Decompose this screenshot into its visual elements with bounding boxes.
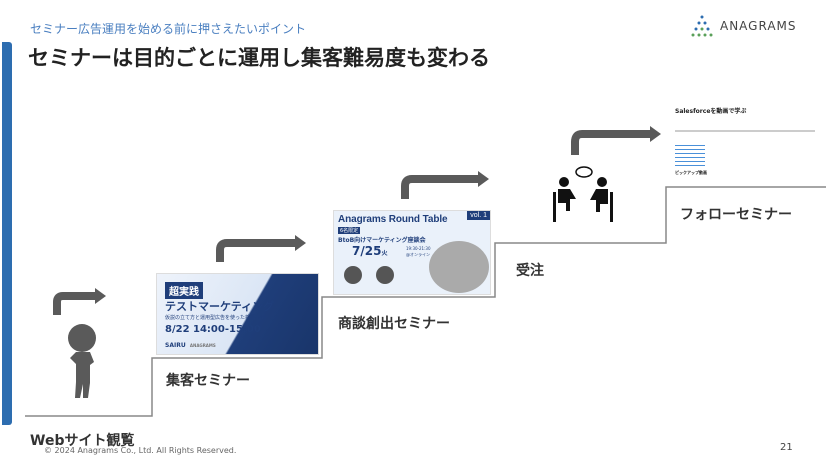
logo-text: ANAGRAMS	[720, 19, 797, 33]
step-label-follow-seminar: フォローセミナー	[680, 207, 792, 223]
thumbnail-title: Salesforceを動画で学ぶ	[675, 108, 747, 115]
step-label-website: Webサイト観覧	[30, 433, 135, 449]
copyright: © 2024 Anagrams Co., Ltd. All Rights Res…	[44, 446, 237, 455]
speaker-avatar	[344, 266, 362, 284]
staircase-line	[25, 186, 826, 417]
step-label-deal-seminar: 商談創出セミナー	[338, 316, 450, 332]
banner-time: 19:30-21:30	[406, 246, 431, 251]
meeting-icon	[553, 166, 613, 222]
banner-date: 8/22	[165, 324, 190, 335]
banner-time: 14:00-15:00	[193, 324, 261, 335]
seminar-banner-round-table: Anagrams Round Table vol. 1 6名限定 BtoB向けマ…	[333, 210, 491, 295]
banner-title: Anagrams Round Table	[338, 214, 448, 225]
step-label-attract-seminar: 集客セミナー	[166, 373, 250, 389]
accent-bar	[2, 42, 12, 425]
banner-subtitle: BtoB向けマーケティング座談会	[338, 237, 426, 244]
anagrams-logo: ANAGRAMS	[690, 14, 797, 38]
banner-vol: vol. 1	[467, 211, 490, 220]
banner-badge: 超実践	[165, 282, 203, 299]
step-label-order: 受注	[516, 263, 544, 279]
brand-anagrams: ANAGRAMS	[189, 343, 216, 348]
thumbnail-section: ピックアップ動画	[675, 170, 707, 175]
banner-title: テストマーケティング	[165, 300, 275, 313]
banner-subtitle: 仮説の立て方と運用型広告を使った検証事例	[165, 315, 266, 321]
thinking-person-icon	[68, 324, 96, 398]
slide-title: セミナーは目的ごとに運用し集客難易度も変わる	[28, 46, 490, 70]
banner-weekday: 火	[381, 250, 388, 257]
speaker-avatar	[376, 266, 394, 284]
banner-date: 7/25	[352, 244, 382, 258]
seminar-banner-test-marketing: 超実践 テストマーケティング 仮説の立て方と運用型広告を使った検証事例 8/22…	[156, 273, 319, 355]
banner-tag: 6名限定	[338, 227, 361, 234]
arrow-icon	[53, 130, 650, 315]
round-table-illustration	[429, 241, 489, 293]
slide-subtitle: セミナー広告運用を始める前に押さえたいポイント	[30, 22, 307, 36]
page-number: 21	[780, 442, 793, 453]
arrowheads	[95, 126, 661, 304]
follow-seminar-page-thumbnail: Salesforceを動画で学ぶ ピックアップ動画	[667, 100, 827, 185]
banner-place: @オンライン	[406, 252, 430, 257]
logo-mark-icon	[691, 15, 713, 37]
brand-sairu: SAIRU	[165, 342, 186, 349]
